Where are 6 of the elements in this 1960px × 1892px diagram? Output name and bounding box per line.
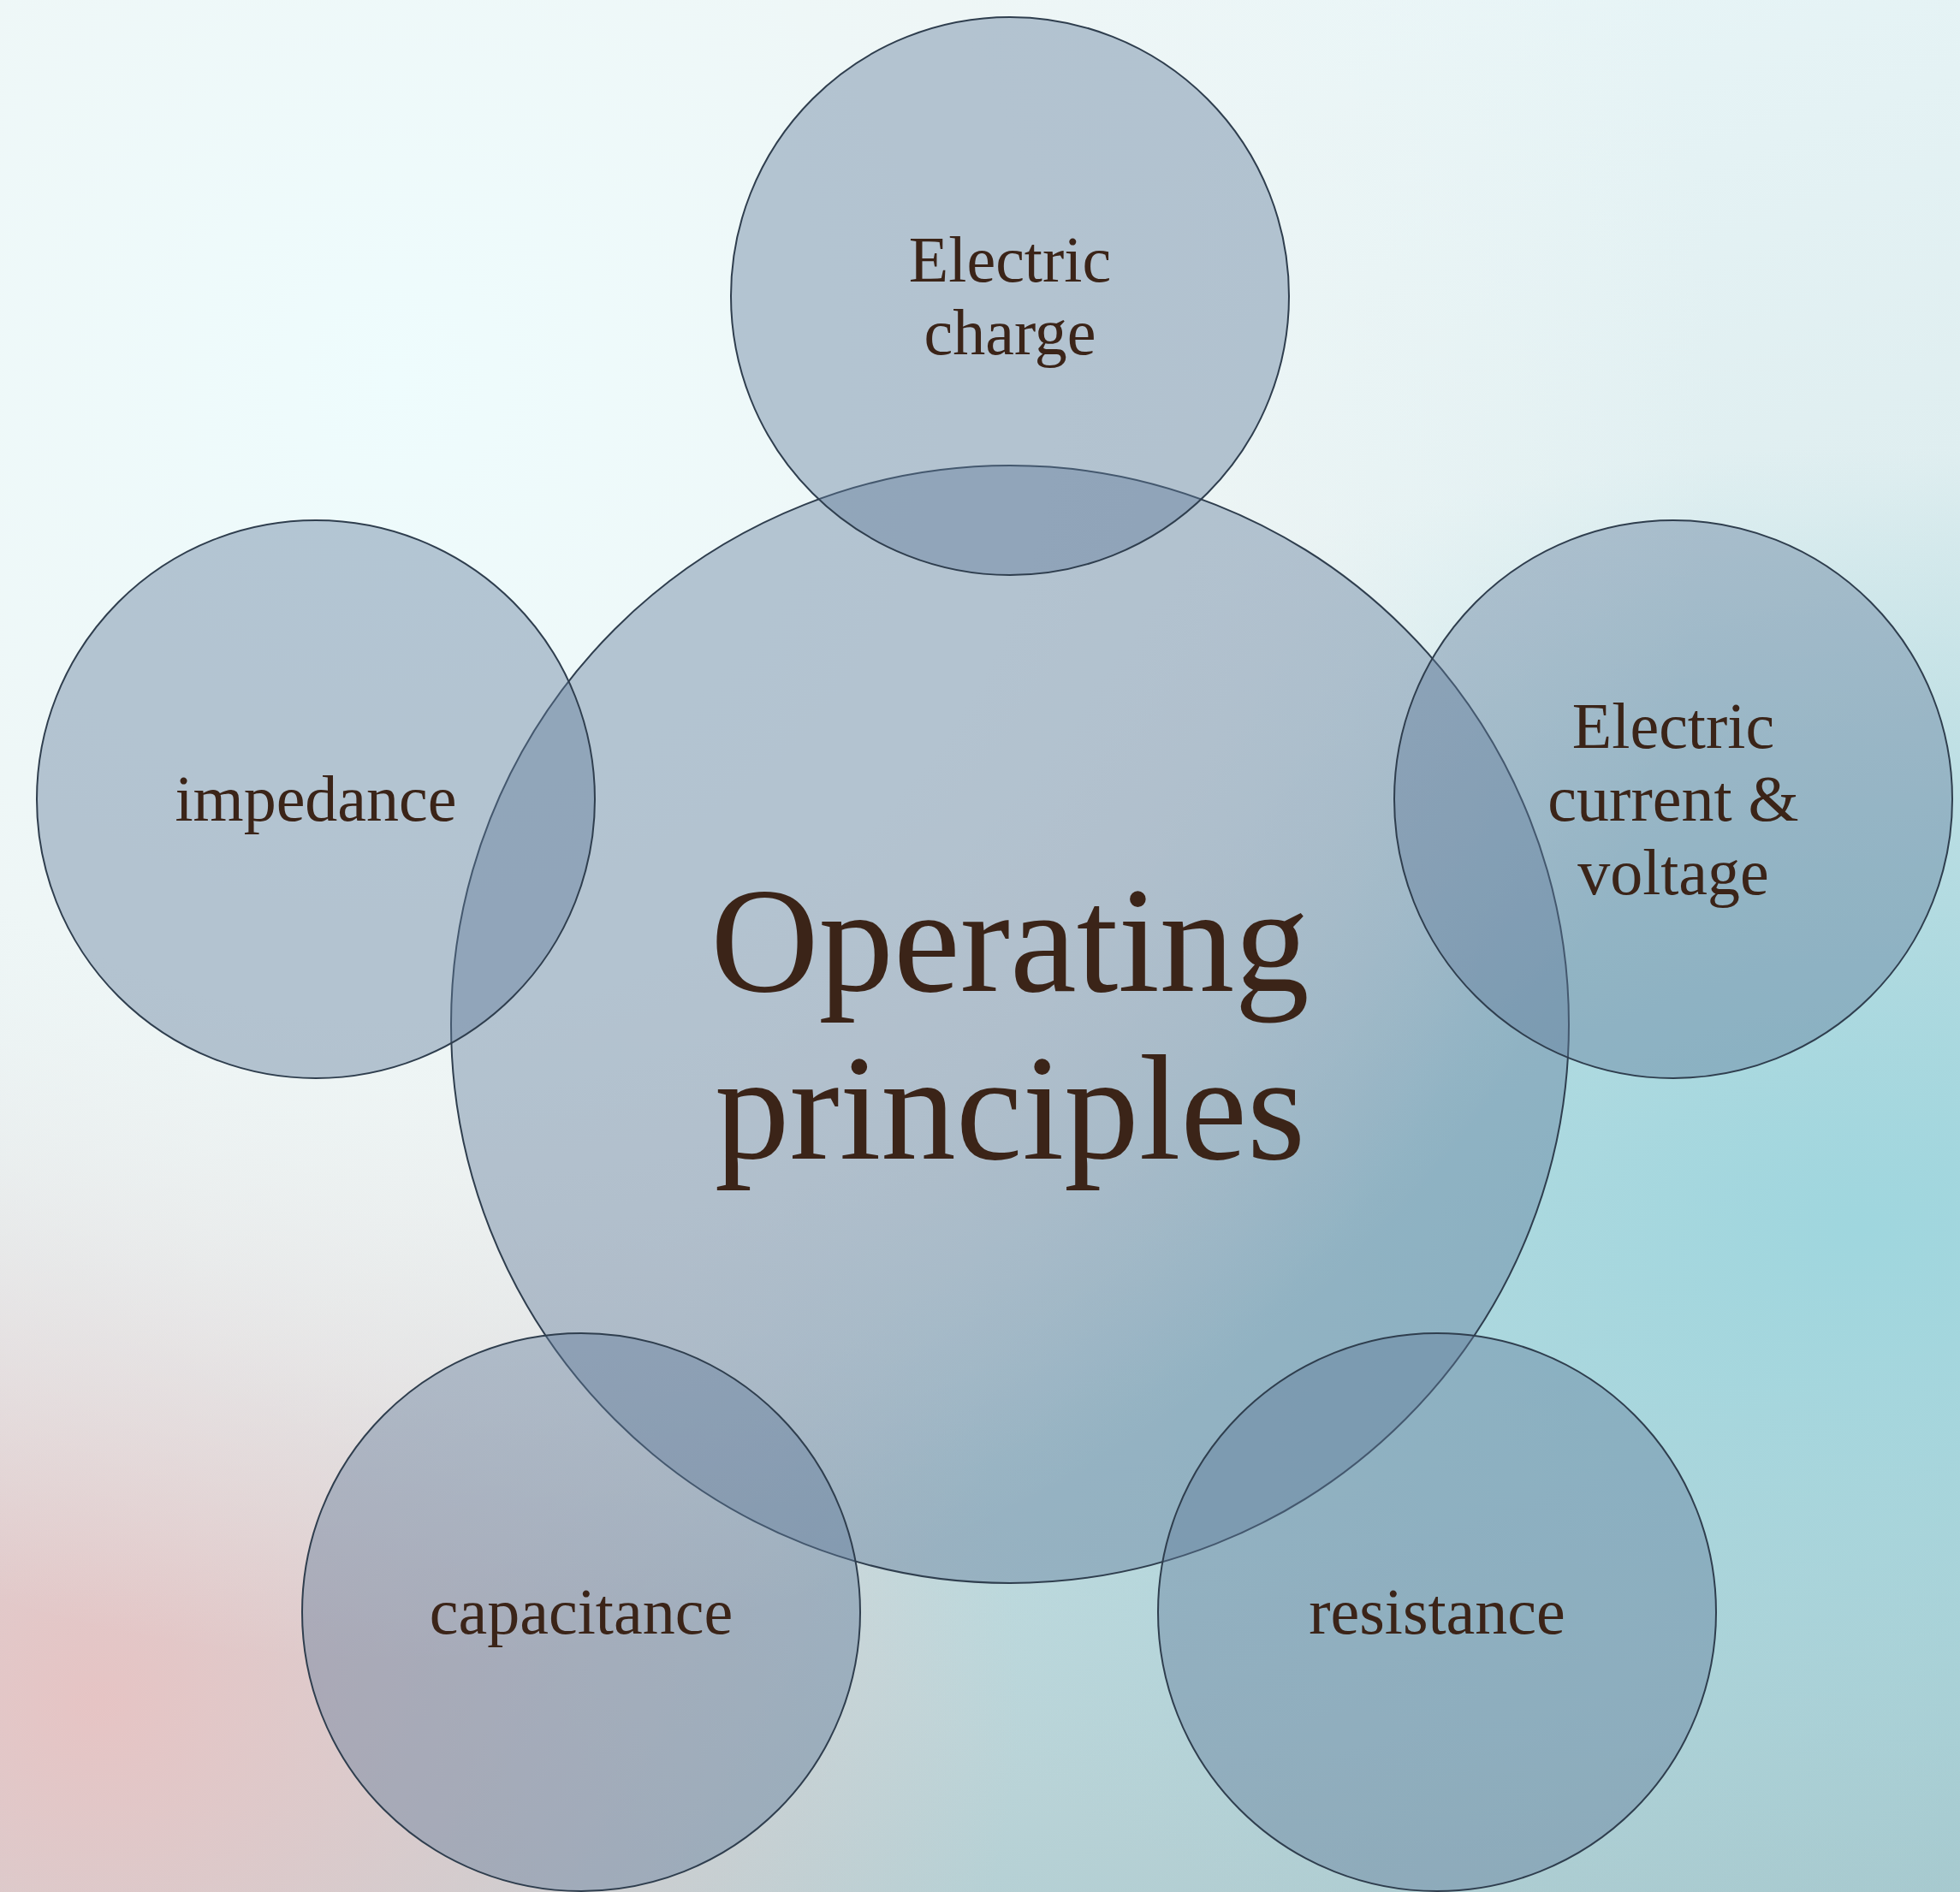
topic-label: capacitance xyxy=(429,1575,734,1649)
topic-label: resistance xyxy=(1309,1575,1565,1649)
topic-label: Electric current & voltage xyxy=(1547,690,1800,909)
topic-label: Electric charge xyxy=(907,222,1113,370)
central-label: Operating principles xyxy=(710,857,1310,1192)
topic-label: impedance xyxy=(175,762,457,836)
